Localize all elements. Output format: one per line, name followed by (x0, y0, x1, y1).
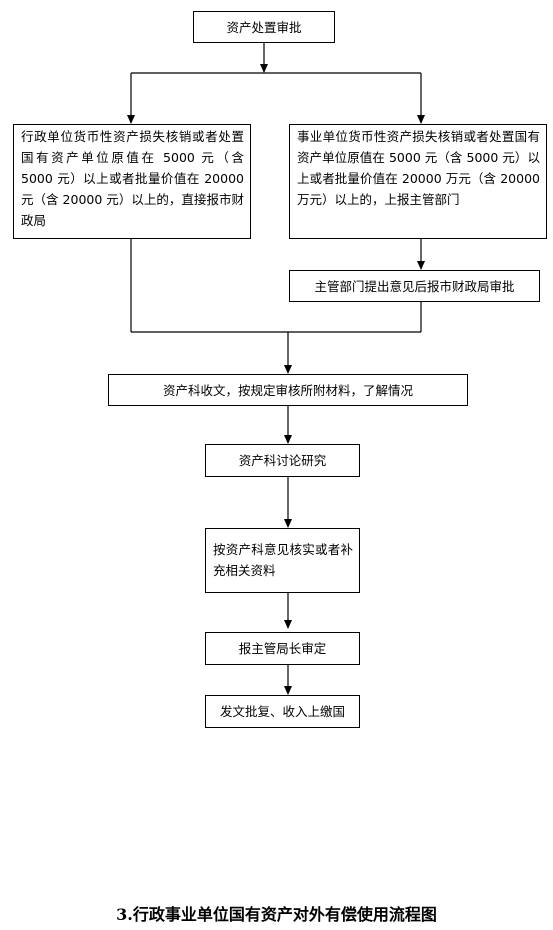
node-institution-unit-branch: 事业单位货币性资产损失核销或者处置国有资产单位原值在 5000 元（含 5000… (289, 124, 547, 239)
node-issue-reply: 发文批复、收入上缴国 (205, 695, 360, 728)
node-director-approval: 报主管局长审定 (205, 632, 360, 665)
node-label: 发文批复、收入上缴国 (219, 704, 345, 719)
node-label: 资产处置审批 (226, 19, 302, 35)
node-admin-unit-branch: 行政单位货币性资产损失核销或者处置国有资产单位原值在 5000 元（含 5000… (13, 124, 251, 239)
node-asset-section-receive: 资产科收文，按规定审核所附材料，了解情况 (108, 374, 468, 406)
node-label: 报主管局长审定 (238, 641, 327, 656)
node-label: 资产科讨论研究 (238, 453, 327, 468)
node-label: 行政单位货币性资产损失核销或者处置国有资产单位原值在 5000 元（含 5000… (21, 129, 244, 228)
node-label: 按资产科意见核实或者补充相关资料 (213, 542, 353, 578)
node-label: 主管部门提出意见后报市财政局审批 (314, 278, 515, 294)
figure-caption: 3.行政事业单位国有资产对外有偿使用流程图 (116, 905, 437, 924)
node-label: 资产科收文，按规定审核所附材料，了解情况 (162, 382, 413, 398)
node-asset-disposal-approval: 资产处置审批 (193, 11, 335, 43)
node-verify-supplement: 按资产科意见核实或者补充相关资料 (205, 528, 360, 593)
node-dept-review: 主管部门提出意见后报市财政局审批 (289, 270, 540, 302)
node-asset-section-discuss: 资产科讨论研究 (205, 444, 360, 477)
node-label: 事业单位货币性资产损失核销或者处置国有资产单位原值在 5000 元（含 5000… (297, 129, 540, 207)
